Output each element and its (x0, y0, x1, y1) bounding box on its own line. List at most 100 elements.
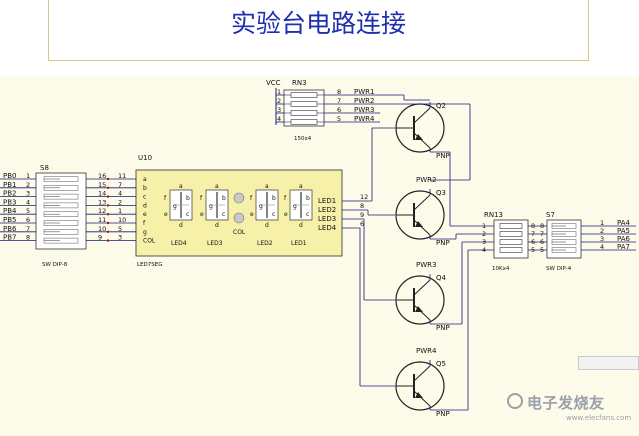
s8-left-pin: 8 (26, 234, 30, 242)
s8-right-pin: 11 (98, 216, 106, 224)
digit-seg-b: b (272, 195, 276, 202)
s7-name: SW DIP-4 (546, 266, 572, 272)
u10-input-pin: 7 (118, 181, 122, 189)
pwr-side-label: PWR2 (416, 176, 436, 184)
digit-name: LED1 (291, 240, 307, 247)
digit-seg-e: e (200, 211, 204, 218)
rn3-left-pin: 3 (277, 106, 281, 114)
s7-right-pin: 3 (600, 235, 604, 243)
pb-port-label: PB3 (3, 198, 16, 206)
digit-seg-c: c (186, 211, 189, 218)
rn3-left-pin: 2 (277, 97, 281, 105)
digit-seg-g: g (293, 203, 297, 210)
rn3-right-pin: 5 (337, 115, 341, 123)
rn3-right-pin: 8 (337, 88, 341, 96)
led-output-label: LED1 (318, 197, 336, 205)
u10-input-pin: 1 (118, 207, 122, 215)
digit-seg-g: g (173, 203, 177, 210)
led-output-pin: 12 (360, 193, 368, 201)
s8-left-pin: 7 (26, 225, 30, 233)
digit-col-label: COL (233, 229, 246, 236)
elecfans-logo-icon (507, 393, 523, 409)
digit-seg-f: f (200, 195, 203, 202)
digit-seg-a: a (215, 183, 219, 190)
transistor-type-label: PNP (436, 324, 450, 332)
rn3-value: 150x4 (294, 136, 312, 142)
s8-right-pin: 9 (98, 234, 102, 242)
transistor-type-label: PNP (436, 410, 450, 418)
s8-left-pin: 3 (26, 190, 30, 198)
led-output-label: LED2 (318, 206, 336, 214)
digit-seg-e: e (250, 211, 254, 218)
u10-input-pin: 11 (118, 172, 126, 180)
s8-right-pin: 12 (98, 207, 106, 215)
segment-letter: e (143, 211, 147, 218)
u10-input-pin: 5 (118, 225, 122, 233)
pwr-net-label: PWR4 (354, 115, 375, 123)
pa-port-label: PA4 (617, 219, 631, 227)
led-output-pin: 8 (360, 202, 364, 210)
digit-seg-f: f (164, 195, 167, 202)
transistor-type-label: PNP (436, 239, 450, 247)
editor-toolbar (578, 356, 639, 370)
s8-right-pin: 10 (98, 225, 106, 233)
digit-seg-f: f (284, 195, 287, 202)
u10-input-pin: 2 (118, 198, 122, 206)
pa-port-label: PA6 (617, 235, 631, 243)
s7-right-pin: 1 (600, 219, 604, 227)
digit-seg-b: b (222, 195, 226, 202)
digit-seg-f: f (250, 195, 253, 202)
digit-name: LED3 (207, 240, 223, 247)
segment-letter: d (143, 202, 147, 209)
watermark-url: www.elecfans.com (566, 414, 632, 422)
digit-seg-b: b (306, 195, 310, 202)
digit-seg-c: c (306, 211, 309, 218)
segment-letter: b (143, 185, 147, 192)
rn13-left-pin: 3 (482, 238, 486, 246)
s8-right-pin: 13 (98, 198, 106, 206)
digit-seg-g: g (209, 203, 213, 210)
led-output-pin: 9 (360, 211, 364, 219)
s7-left-pin: 5 (540, 246, 544, 254)
s8-left-pin: 6 (26, 216, 30, 224)
s7-label: S7 (546, 211, 555, 219)
segment-letter: a (143, 176, 147, 183)
segment-letter: g (143, 229, 147, 236)
u10-label: U10 (138, 154, 152, 162)
s7-right-pin: 4 (600, 243, 604, 251)
pb-port-label: PB6 (3, 225, 17, 233)
rn13-left-pin: 1 (482, 222, 486, 230)
pb-port-label: PB5 (3, 216, 16, 224)
pa-port-label: PA7 (617, 243, 630, 251)
led-output-label: LED4 (318, 224, 337, 232)
rn3-right-pin: 7 (337, 97, 341, 105)
s8-left-pin: 1 (26, 172, 30, 180)
digit-name: LED4 (171, 240, 187, 247)
s7-left-pin: 8 (540, 222, 544, 230)
rn13-label: RN13 (484, 211, 503, 219)
s8-left-pin: 2 (26, 181, 30, 189)
s8-left-pin: 5 (26, 207, 30, 215)
digit-seg-c: c (272, 211, 275, 218)
pwr-side-label: PWR4 (416, 347, 437, 355)
pb-port-label: PB1 (3, 181, 16, 189)
s8-left-pin: 4 (26, 198, 30, 206)
digit-name: LED2 (257, 240, 273, 247)
rn3-left-pin: 1 (277, 88, 281, 96)
digit-seg-a: a (179, 183, 183, 190)
u10-input-pin: 4 (118, 190, 122, 198)
page-title: 实验台电路连接 (230, 9, 406, 38)
rn13-left-pin: 4 (482, 246, 486, 254)
